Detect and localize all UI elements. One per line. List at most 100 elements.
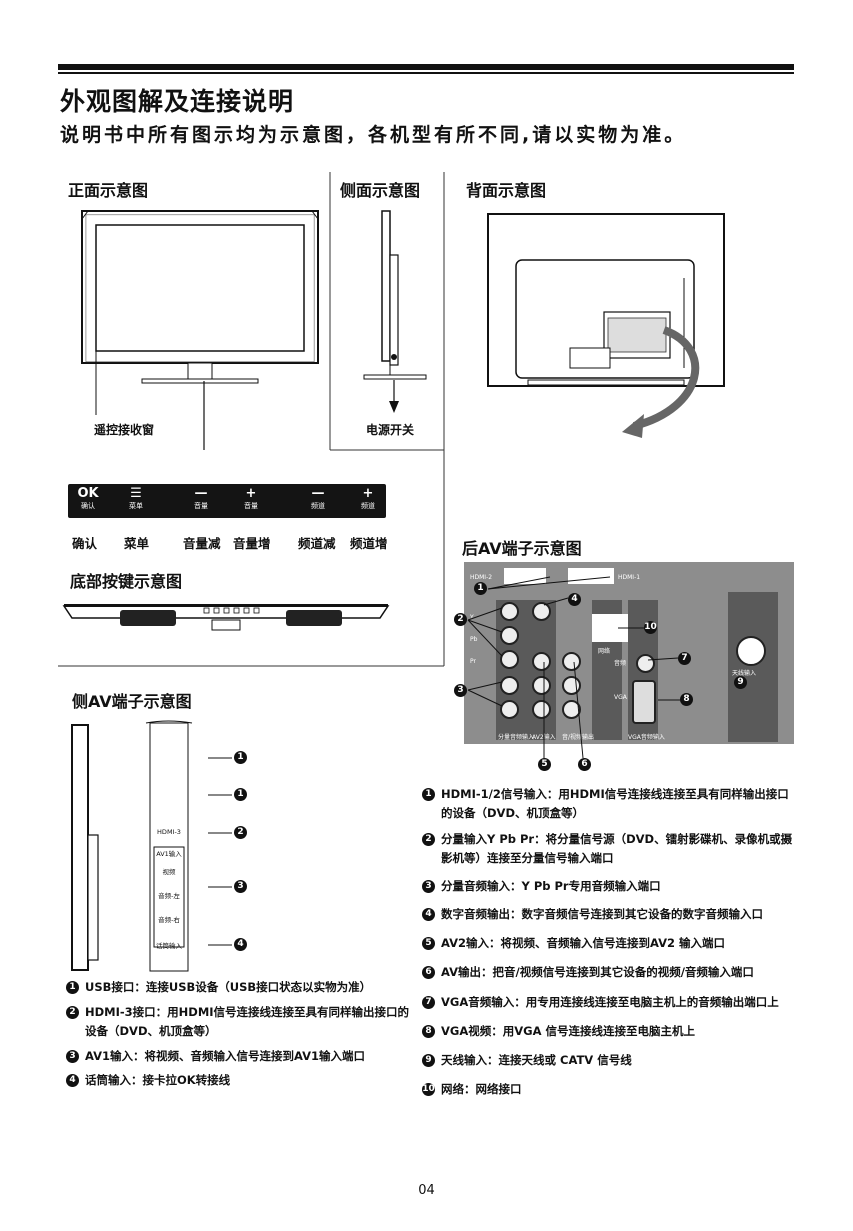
side-legend-item: 3 AV1输入：将视频、音频输入信号连接到AV1输入端口 [66,1047,412,1066]
av2-video-jack[interactable] [532,652,551,671]
vga-port[interactable] [632,680,656,724]
side-legend-num: 3 [66,1050,79,1063]
volume-up-caption: 音量 [244,502,258,510]
header-rule [58,64,794,70]
rear-legend-text: 网络：网络接口 [441,1082,522,1096]
rear-legend-text: VGA视频：用VGA 信号连接线连接至电脑主机上 [441,1024,695,1038]
rear-legend-item: 6 AV输出：把音/视频信号连接到其它设备的视频/音频输入端口 [422,963,794,982]
rear-legend-num: 1 [422,788,435,801]
av2-audio-l-jack[interactable] [532,676,551,695]
power-switch-label: 电源开关 [366,423,415,437]
rear-legend-num: 7 [422,996,435,1009]
tv-back-illustration [487,213,725,438]
side-video-label: 视频 [162,868,176,876]
side-legend-num: 4 [66,1074,79,1087]
button-label-ch-down: 频道减 [298,536,336,551]
side-callout-1b: 1 [234,788,247,801]
rear-legend-text: VGA音频输入：用专用连接线连接至电脑主机上的音频输出端口上 [441,995,779,1009]
pr-label: Pr [470,658,476,665]
side-legend-text: 话筒输入：接卡拉OK转接线 [85,1073,231,1087]
rear-callout-5: 5 [538,758,551,771]
page-title: 外观图解及连接说明 [60,87,295,116]
tv-side-illustration [363,210,427,413]
rear-legend-num: 9 [422,1054,435,1067]
antenna-block [728,592,778,742]
antenna-port[interactable] [736,636,766,666]
rear-callout-10: 10 [644,621,657,634]
channel-down-button[interactable]: — 频道 [300,487,336,511]
vga-input-label: VGA音频输入 [628,734,665,741]
bottom-buttons-heading: 底部按键示意图 [70,572,183,591]
channel-up-button[interactable]: + 频道 [350,487,386,511]
minus-icon: — [194,486,208,501]
tv-bottom-illustration [62,604,390,631]
button-label-vol-up: 音量增 [233,536,271,551]
volume-up-button[interactable]: + 音量 [233,487,269,511]
av-out-audio-r-jack[interactable] [562,700,581,719]
rear-legend-item: 5 AV2输入：将视频、音频输入信号连接到AV2 输入端口 [422,934,794,953]
minus-icon: — [311,486,325,501]
side-legend-num: 1 [66,981,79,994]
component-audio-label: 分量音频输入 [498,734,535,741]
rear-legend-text: 数字音频输出：数字音频信号连接到其它设备的数字音频输入口 [441,907,763,921]
rear-legend-num: 6 [422,966,435,979]
side-av-heading: 侧AV端子示意图 [72,692,192,711]
rear-callout-lines [467,576,680,759]
rear-av-heading: 后AV端子示意图 [462,539,582,558]
ok-button[interactable]: OK 确认 [70,487,106,511]
button-label-menu: 菜单 [124,536,150,551]
pr-jack[interactable] [500,650,519,669]
pb-label: Pb [470,636,478,643]
rear-legend-text: 分量输入Y Pb Pr：将分量信号源（DVD、镭射影碟机、录像机或摄影机等）连接… [441,832,793,865]
component-audio-r-jack[interactable] [500,700,519,719]
side-av1-label: AV1输入 [156,850,182,858]
plus-icon: + [362,486,374,501]
rear-callout-2: 2 [454,613,467,626]
network-label: 网络 [598,648,611,655]
rear-legend-item: 8 VGA视频：用VGA 信号连接线连接至电脑主机上 [422,1022,794,1041]
side-callout-1a: 1 [234,751,247,764]
rear-legend-text: AV2输入：将视频、音频输入信号连接到AV2 输入端口 [441,936,726,950]
menu-button[interactable]: ☰ 菜单 [118,487,154,511]
rear-legend-text: AV输出：把音/视频信号连接到其它设备的视频/音频输入端口 [441,965,754,979]
av-out-label: 音/视频输出 [562,734,595,741]
antenna-label: 天线输入 [732,670,757,677]
side-view-heading: 侧面示意图 [340,181,421,200]
av2-audio-r-jack[interactable] [532,700,551,719]
rear-av-panel: HDMI-2 HDMI-1 Y Pb Pr 分量音频输入 AV2输入 音/视频输… [464,562,794,744]
side-legend-item: 4 话筒输入：接卡拉OK转接线 [66,1071,412,1090]
rear-legend-text: HDMI-1/2信号输入：用HDMI信号连接线连接至具有同样输出接口的设备（DV… [441,787,789,820]
rear-callout-4: 4 [568,593,581,606]
spdif-jack[interactable] [532,602,551,621]
rear-legend-num: 4 [422,908,435,921]
y-jack[interactable] [500,602,519,621]
side-legend-text: HDMI-3接口：用HDMI信号连接线连接至具有同样输出接口的设备（DVD、机顶… [85,1005,410,1038]
tv-front-illustration [81,210,319,450]
front-view-heading: 正面示意图 [68,181,149,200]
rear-callout-6: 6 [578,758,591,771]
side-legend-text: AV1输入：将视频、音频输入信号连接到AV1输入端口 [85,1049,366,1063]
av-out-video-jack[interactable] [562,652,581,671]
pb-jack[interactable] [500,626,519,645]
y-label: Y [470,614,474,621]
rear-legend-text: 分量音频输入：Y Pb Pr专用音频输入端口 [441,879,661,893]
side-callout-2: 2 [234,826,247,839]
side-callout-3: 3 [234,880,247,893]
vga-audio-jack[interactable] [636,654,655,673]
page-subtitle: 说明书中所有图示均为示意图，各机型有所不同,请以实物为准。 [60,124,687,146]
rear-legend-item: 10 网络：网络接口 [422,1080,794,1099]
back-view-heading: 背面示意图 [466,181,547,200]
side-av-illustration [71,720,232,972]
ok-button-caption: 确认 [81,502,95,510]
volume-down-button[interactable]: — 音量 [183,487,219,511]
side-legend-text: USB接口：连接USB设备（USB接口状态以实物为准） [85,980,372,994]
side-legend-item: 1 USB接口：连接USB设备（USB接口状态以实物为准） [66,978,412,997]
rear-legend-text: 天线输入：连接天线或 CATV 信号线 [441,1053,632,1067]
component-audio-l-jack[interactable] [500,676,519,695]
rear-legend-item: 2 分量输入Y Pb Pr：将分量信号源（DVD、镭射影碟机、录像机或摄影机等）… [422,830,794,868]
button-label-vol-down: 音量减 [183,536,221,551]
side-mic-label: 话筒输入 [156,942,182,950]
vga-label: VGA [614,694,627,701]
header-rule-thin [58,72,794,74]
